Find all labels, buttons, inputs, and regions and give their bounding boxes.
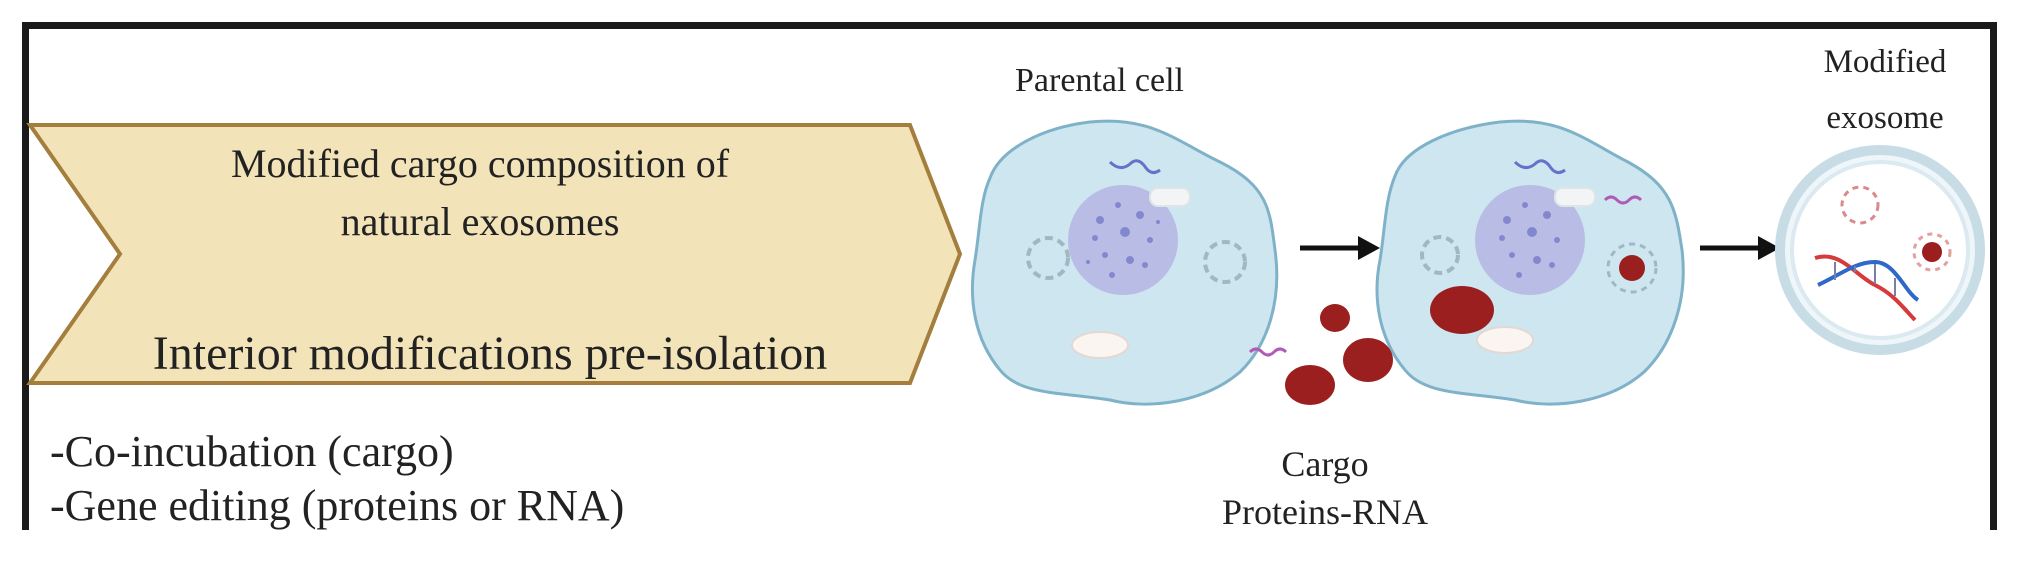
banner-subtitle: Interior modifications pre-isolation: [152, 327, 828, 380]
modified-exosome: [1775, 145, 1985, 355]
vesicle-left: [1420, 235, 1460, 275]
cargo-label-line2: Proteins-RNA: [1222, 492, 1428, 532]
arrow-right-2: [1700, 236, 1780, 260]
nucleus-speckles: [1086, 202, 1160, 278]
cargo-particle: [1320, 304, 1350, 332]
nucleus-speckles: [1499, 202, 1560, 278]
nucleus: [1068, 185, 1178, 295]
golgi: [1071, 331, 1129, 359]
rna-strand: [1513, 159, 1566, 175]
modified-exosome-label-line2: exosome: [1826, 100, 1944, 136]
vesicle-loaded: [1606, 242, 1658, 294]
cargo-ring: [1912, 232, 1952, 272]
frame-border-top: [22, 22, 1997, 29]
banner-title-line1: Modified cargo composition of: [230, 141, 730, 186]
cargo-particle: [1343, 338, 1393, 382]
er-stack: [1554, 187, 1596, 207]
external-cargo: [1248, 304, 1393, 405]
golgi: [1476, 326, 1534, 354]
method-item: -Co-incubation (cargo): [50, 427, 454, 476]
arrow-right-1: [1300, 236, 1380, 260]
rna-fragment: [1248, 347, 1288, 357]
cargo-in-vesicle: [1619, 255, 1645, 281]
frame-border-right: [1990, 22, 1997, 530]
cargo-inside-cell: [1430, 286, 1494, 334]
vesicle-left: [1026, 236, 1070, 280]
vesicle-right: [1203, 240, 1247, 284]
parental-cell-label: Parental cell: [1015, 62, 1184, 99]
nucleus: [1475, 185, 1585, 295]
dna-helix-icon: [1814, 254, 1920, 322]
loaded-cell: [1375, 119, 1685, 406]
frame-border-left: [22, 22, 29, 530]
modified-exosome-label-line1: Modified: [1823, 44, 1947, 80]
cargo-protein: [1922, 242, 1942, 262]
parental-cell: [970, 119, 1279, 406]
banner-title-line2: natural exosomes: [340, 199, 620, 244]
cargo-label-line1: Cargo: [1281, 444, 1369, 484]
exosome-inner-membrane: [1790, 160, 1970, 340]
er-stack: [1149, 187, 1191, 207]
rna-fragment: [1603, 195, 1643, 205]
vesicle-outline: [1840, 185, 1880, 225]
banner-chevron: [26, 123, 963, 385]
rna-strand: [1108, 159, 1161, 175]
cargo-particle: [1285, 365, 1335, 405]
method-item: -Gene editing (proteins or RNA): [50, 481, 625, 530]
